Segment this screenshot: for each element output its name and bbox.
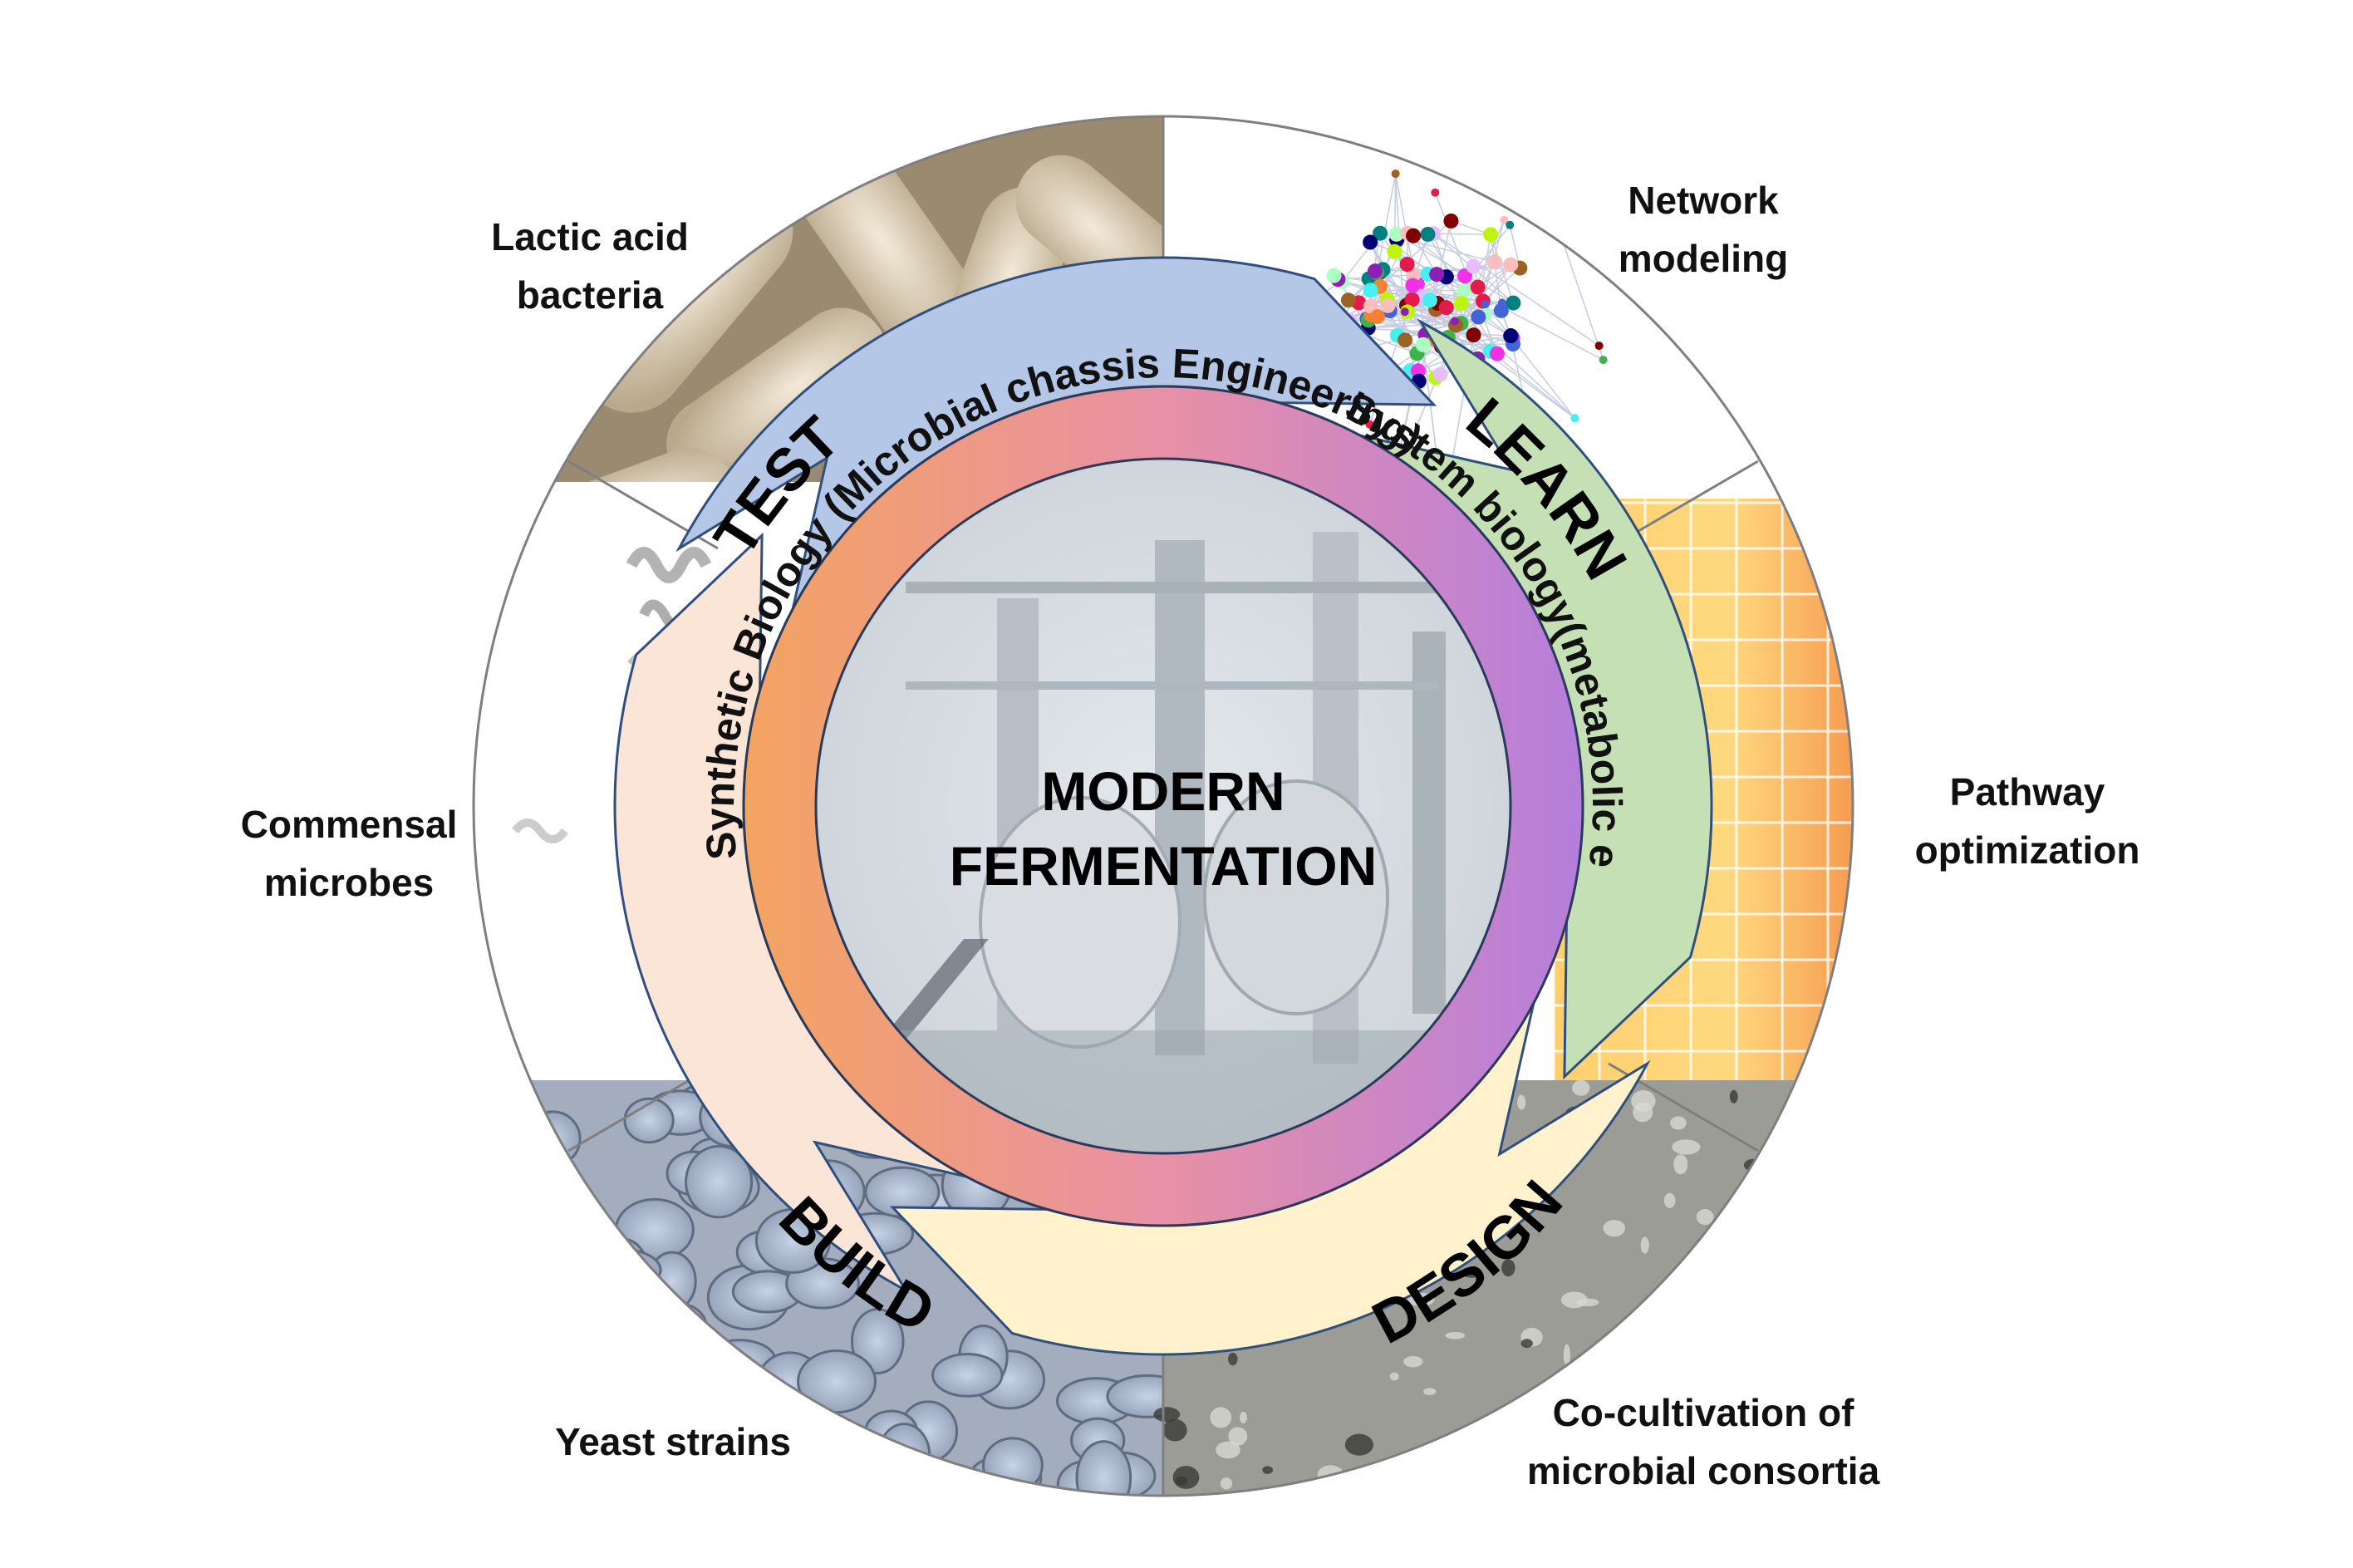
center-title-line-1: MODERN [1041,760,1285,822]
center-title-line-2: FERMENTATION [950,835,1378,897]
label-yeast-strains: Yeast strains [555,1420,791,1463]
